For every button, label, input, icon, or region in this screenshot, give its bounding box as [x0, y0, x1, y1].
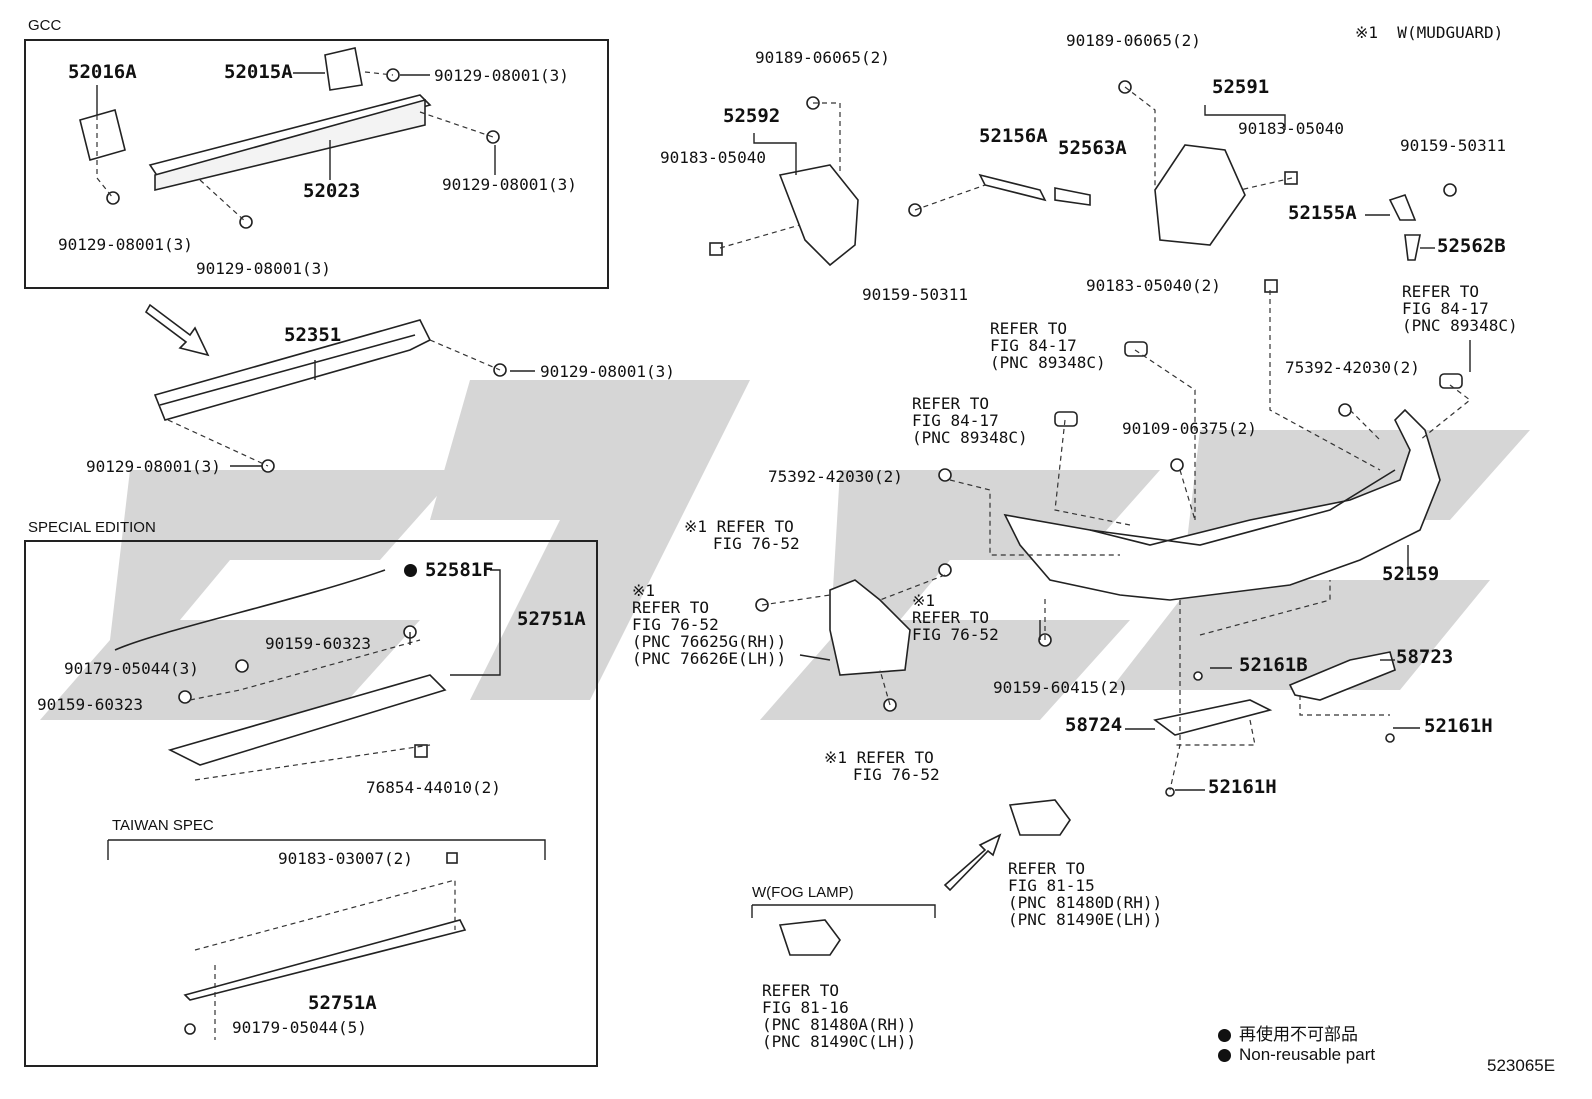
fastener-label[interactable]: 90159-50311 — [862, 285, 968, 304]
fastener-label[interactable]: 75392-42030(2) — [768, 467, 903, 486]
fastener-label[interactable]: 90159-60323 — [37, 695, 143, 714]
refer-to-label[interactable]: REFER TO FIG 84-17 (PNC 89348C) — [1402, 282, 1518, 335]
non-reusable-dot-icon — [1218, 1029, 1231, 1043]
panel-52591 — [1154, 144, 1246, 246]
bracket-52563A — [1054, 187, 1091, 206]
fastener-label[interactable]: 90189-06065(2) — [755, 48, 890, 67]
part-label-52563A[interactable]: 52563A — [1058, 137, 1127, 159]
part-label-52161H[interactable]: 52161H — [1208, 776, 1277, 798]
part-label-52155A[interactable]: 52155A — [1288, 202, 1357, 224]
bracket-52156A — [978, 173, 1047, 202]
spoiler-52751A — [167, 674, 447, 766]
part-label-52156A[interactable]: 52156A — [979, 125, 1048, 147]
refer-to-label[interactable]: REFER TO FIG 84-17 (PNC 89348C) — [912, 394, 1028, 447]
legend-jp: 再使用不可部品 — [1218, 1020, 1358, 1045]
fastener-label[interactable]: 90159-50311 — [1400, 136, 1506, 155]
fastener-label[interactable]: 90129-08001(3) — [434, 66, 569, 85]
fastener-label[interactable]: 90129-08001(3) — [196, 259, 331, 278]
fastener-label[interactable]: 90129-08001(3) — [540, 362, 675, 381]
fastener-label[interactable]: 90129-08001(3) — [86, 457, 221, 476]
section-gcc: GCC — [28, 17, 62, 34]
label-leaders — [96, 72, 1471, 918]
part-label-52161H[interactable]: 52161H — [1424, 715, 1493, 737]
part-label-52351[interactable]: 52351 — [284, 324, 342, 346]
spoiler-taiwan-52751A — [183, 919, 467, 1001]
legend-en-text: Non-reusable part — [1239, 1045, 1376, 1064]
fastener-label[interactable]: 90183-05040 — [660, 148, 766, 167]
part-label-52161B[interactable]: 52161B — [1239, 654, 1308, 676]
sensor-icon — [1054, 411, 1078, 427]
fog-bezel-icon — [1008, 799, 1071, 836]
legend-jp-text: 再使用不可部品 — [1239, 1025, 1358, 1044]
wire-52581F — [114, 569, 386, 651]
cover-58724 — [1153, 699, 1273, 736]
fastener-label[interactable]: 90159-60323 — [265, 634, 371, 653]
refer-to-label[interactable]: ※1 REFER TO FIG 76-52 (PNC 76625G(RH)) (… — [632, 581, 787, 668]
fastener-label[interactable]: 90183-03007(2) — [278, 849, 413, 868]
refer-to-label[interactable]: ※1 REFER TO FIG 76-52 — [824, 748, 940, 784]
part-label-52592[interactable]: 52592 — [723, 105, 781, 127]
refer-to-label[interactable]: ※1 REFER TO FIG 76-52 — [912, 591, 999, 644]
arrow-icon — [144, 303, 210, 357]
non-reusable-dot-icon — [404, 564, 417, 577]
mudguard-note: ※1 W(MUDGUARD) — [1355, 23, 1504, 42]
refer-to-label[interactable]: REFER TO FIG 81-16 (PNC 81480A(RH)) (PNC… — [762, 981, 917, 1051]
part-label-52015A[interactable]: 52015A — [224, 61, 293, 83]
fastener-label[interactable]: 90183-05040 — [1238, 119, 1344, 138]
fastener-label[interactable]: 90189-06065(2) — [1066, 31, 1201, 50]
section-fog-lamp: W(FOG LAMP) — [752, 884, 854, 901]
refer-to-label[interactable]: REFER TO FIG 81-15 (PNC 81480D(RH)) (PNC… — [1008, 859, 1163, 929]
gcc-box — [24, 39, 609, 289]
part-label-58723[interactable]: 58723 — [1396, 646, 1454, 668]
part-label-52023[interactable]: 52023 — [303, 180, 361, 202]
part-label-52751A-taiwan[interactable]: 52751A — [308, 992, 377, 1014]
panel-52592 — [778, 164, 859, 267]
arrow-icon — [943, 833, 1002, 892]
mudguard-icon — [829, 579, 911, 676]
part-label-52751A[interactable]: 52751A — [517, 608, 586, 630]
section-special-edition: SPECIAL EDITION — [28, 519, 156, 536]
bracket-52015A — [324, 47, 363, 91]
special-edition-box — [24, 540, 598, 1067]
cover-58723 — [1288, 651, 1396, 701]
fastener-label[interactable]: 90109-06375(2) — [1122, 419, 1257, 438]
leader-lines — [96, 71, 1471, 1040]
part-number-text: 52581F — [425, 559, 494, 581]
fastener-label[interactable]: 90179-05044(3) — [64, 659, 199, 678]
part-label-52581F[interactable]: 52581F — [404, 559, 494, 581]
legend-en: Non-reusable part — [1218, 1045, 1375, 1065]
part-label-52159[interactable]: 52159 — [1382, 563, 1440, 585]
fastener-label[interactable]: 90129-08001(3) — [442, 175, 577, 194]
fog-bezel-icon — [778, 919, 841, 956]
part-label-52591[interactable]: 52591 — [1212, 76, 1270, 98]
fastener-label[interactable]: 90179-05044(5) — [232, 1018, 367, 1037]
figure-id: 523065E — [1487, 1056, 1556, 1075]
fastener-label[interactable]: 75392-42030(2) — [1285, 358, 1420, 377]
part-label-58724[interactable]: 58724 — [1065, 714, 1123, 736]
refer-to-label[interactable]: REFER TO FIG 84-17 (PNC 89348C) — [990, 319, 1106, 372]
non-reusable-dot-icon — [1218, 1049, 1231, 1063]
energy-absorber-52351 — [153, 319, 432, 421]
bracket-52016A — [79, 109, 126, 161]
sensor-icon — [1124, 341, 1148, 357]
fastener-label[interactable]: 90129-08001(3) — [58, 235, 193, 254]
bumper-cover-52159 — [1003, 408, 1441, 601]
fastener-label[interactable]: 90159-60415(2) — [993, 678, 1128, 697]
part-drawings — [79, 47, 1463, 1035]
part-label-52016A[interactable]: 52016A — [68, 61, 137, 83]
clip-52562B — [1404, 234, 1421, 261]
sensor-icon — [1439, 373, 1463, 389]
fastener-label[interactable]: 76854-44010(2) — [366, 778, 501, 797]
fastener-label[interactable]: 90183-05040(2) — [1086, 276, 1221, 295]
section-taiwan-spec: TAIWAN SPEC — [112, 817, 214, 834]
refer-to-label[interactable]: ※1 REFER TO FIG 76-52 — [684, 517, 800, 553]
bracket-52155A — [1388, 194, 1417, 221]
part-label-52562B[interactable]: 52562B — [1437, 235, 1506, 257]
